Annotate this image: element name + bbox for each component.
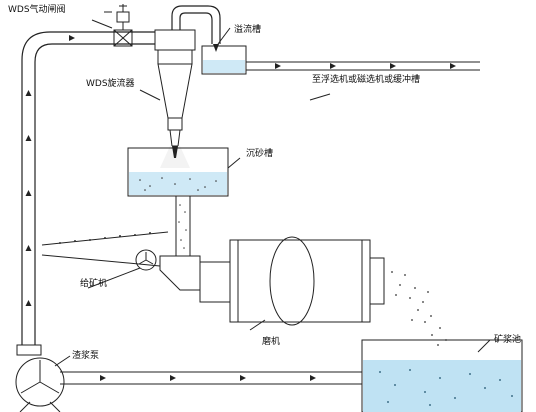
- destination-label: 至浮选机或磁选机或缓冲槽: [312, 73, 420, 85]
- overflow-tank: [201, 45, 480, 75]
- leader-lines: [54, 19, 491, 367]
- underflow-spray: [160, 146, 190, 168]
- overflow-tank-label: 溢流槽: [234, 23, 261, 35]
- pneumatic-valve: [104, 4, 133, 47]
- feeder-label: 给矿机: [80, 277, 107, 289]
- cyclone: [154, 5, 221, 147]
- slurry-pump: [15, 344, 65, 412]
- mill-discharge: [391, 271, 447, 346]
- return-pipe: [21, 31, 155, 345]
- cyclone-label: WDS旋流器: [86, 77, 135, 89]
- sand-column: [175, 195, 191, 257]
- feeder-conveyor: [41, 231, 169, 271]
- slurry-pool-label: 矿浆池: [494, 333, 521, 345]
- bottom-pipe: [60, 371, 362, 385]
- settling-tank-label: 沉砂槽: [246, 147, 273, 159]
- mill-label: 磨机: [262, 335, 280, 347]
- slurry-pump-label: 渣浆泵: [72, 349, 99, 361]
- ball-mill: [159, 236, 385, 326]
- slurry-pool: [361, 339, 523, 412]
- valve-label: WDS气动闸阀: [8, 3, 66, 15]
